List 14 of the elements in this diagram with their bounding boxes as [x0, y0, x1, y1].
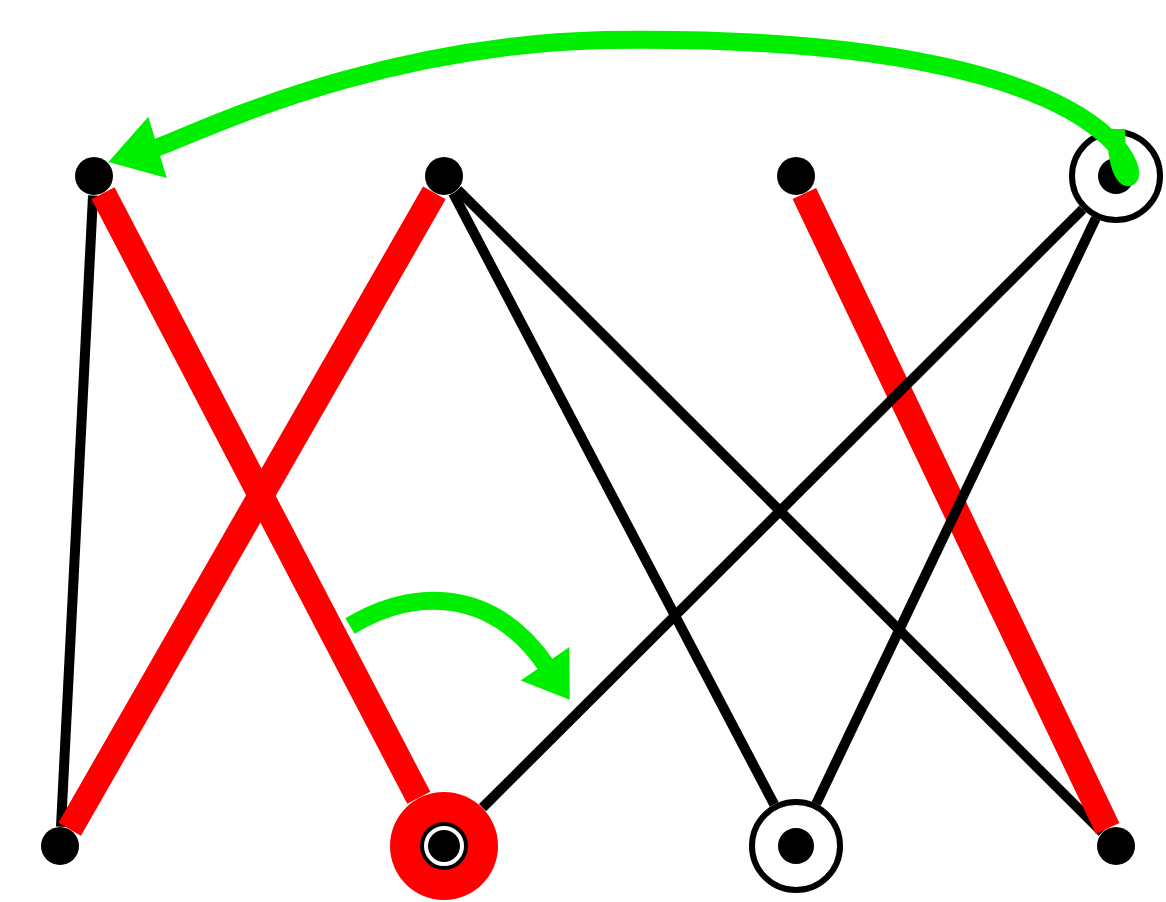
edge-line — [811, 216, 1101, 806]
edge-line — [792, 187, 1120, 835]
ringed-dot — [1069, 129, 1163, 223]
dot — [425, 157, 463, 195]
ringed-dot — [749, 799, 843, 893]
ringed-dot — [390, 792, 498, 900]
edge-line — [56, 195, 99, 827]
dot — [1097, 827, 1135, 865]
edge-line — [58, 186, 446, 836]
dot — [777, 157, 815, 195]
dot — [41, 827, 79, 865]
edge-line — [91, 187, 431, 804]
edge-line — [448, 190, 779, 807]
dot — [75, 157, 113, 195]
